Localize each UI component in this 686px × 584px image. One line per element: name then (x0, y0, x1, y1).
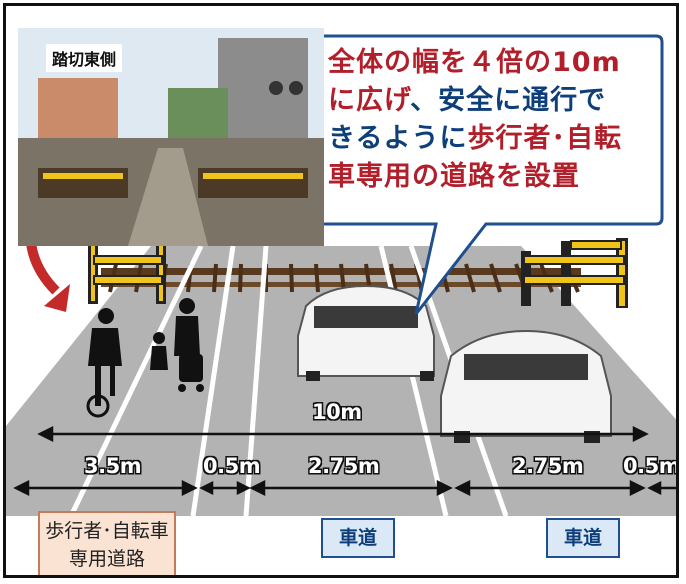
car-lane-left-label: 車道 (321, 518, 395, 558)
figure-frame: 踏切東側 全体の幅を４倍の10m に広げ、安全に通行で きるように歩行者･自転 … (3, 3, 679, 578)
car-near (440, 329, 612, 443)
barrier-right (521, 238, 628, 308)
callout-line-4: 車専用の道路を設置 (328, 161, 580, 192)
photo-label: 踏切東側 (46, 44, 123, 72)
ped-width-label: 3.5m (84, 454, 142, 478)
gap-right-label: 0.5m (623, 454, 679, 478)
gap-left-label: 0.5m (203, 454, 261, 478)
callout-line-3: きるように歩行者･自転 (328, 123, 622, 154)
crossing-photo (18, 28, 324, 246)
callout-line-2: に広げ、安全に通行で (328, 85, 607, 116)
callout-text: 全体の幅を４倍の10m に広げ、安全に通行で きるように歩行者･自転 車専用の道… (328, 44, 658, 196)
road-surface (6, 246, 676, 516)
pedestrian-silhouettes (86, 298, 204, 418)
ped-lane-label-line1: 歩行者･自転車 (45, 520, 169, 542)
car-far (297, 284, 435, 381)
total-width-label: 10m (312, 400, 362, 424)
road-scene (6, 34, 676, 518)
lane-left-width-label: 2.75m (308, 454, 380, 478)
ped-lane-label: 歩行者･自転車 専用道路 (38, 511, 176, 575)
dimension-lines (13, 425, 676, 497)
lane-right-width-label: 2.75m (512, 454, 584, 478)
ped-lane-label-line2: 専用道路 (68, 548, 145, 570)
car-lane-right-label: 車道 (546, 518, 620, 558)
barrier-left (88, 244, 166, 304)
callout-line-1: 全体の幅を４倍の10m (328, 47, 621, 78)
